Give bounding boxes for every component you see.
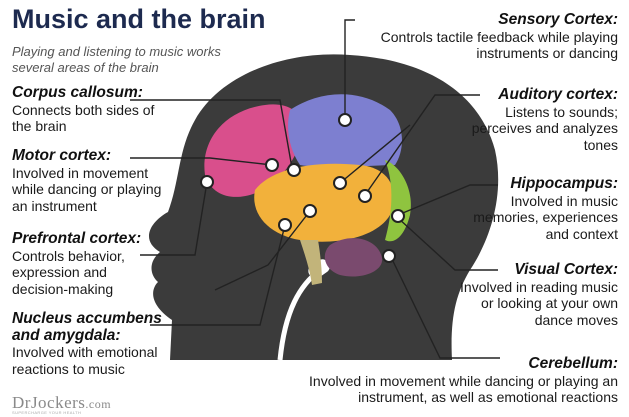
brain-stem: [300, 240, 322, 285]
label-desc: Involved in reading music or looking at …: [460, 278, 618, 328]
label-prefrontal-cortex: Prefrontal cortex: Controls behavior, ex…: [12, 230, 152, 297]
page-title: Music and the brain: [12, 4, 266, 34]
line-corpus-callosum: [130, 99, 293, 169]
temporal-lobe: [254, 163, 394, 242]
brand-logo: DrJockers.com SUPERCHARGE YOUR HEALTH: [12, 393, 111, 415]
page-subtitle: Playing and listening to music works sev…: [12, 44, 221, 75]
marker-nucleus: [278, 218, 292, 232]
line-nucleus: [150, 224, 286, 326]
label-auditory-cortex: Auditory cortex: Listens to sounds; perc…: [470, 86, 618, 153]
label-hippocampus: Hippocampus: Involved in music memories,…: [452, 175, 618, 242]
label-title: Prefrontal cortex:: [12, 230, 142, 247]
label-title: Motor cortex:: [12, 147, 112, 164]
marker-auditory-2: [333, 176, 347, 190]
label-desc: Involved in movement while dancing or pl…: [309, 372, 618, 406]
marker-motor-cortex: [265, 158, 279, 172]
line-motor-cortex: [130, 157, 273, 166]
label-desc: Controls tactile feedback while playing …: [380, 28, 618, 62]
line-cerebellum: [389, 254, 500, 359]
marker-prefrontal: [200, 175, 214, 189]
label-title: Corpus callosum:: [12, 84, 143, 101]
marker-corpus-callosum: [287, 163, 301, 177]
label-desc: Involved with emotional reactions to mus…: [12, 344, 158, 377]
parietal-lobe: [288, 94, 402, 168]
cerebellum-shape: [324, 238, 383, 277]
label-title: Auditory cortex:: [498, 86, 618, 103]
marker-amygdala: [303, 204, 317, 218]
line-sensory: [344, 19, 355, 118]
line-prefrontal: [140, 181, 208, 256]
label-desc: Connects both sides of the brain: [12, 101, 155, 135]
label-desc: Involved in movement while dancing or pl…: [12, 164, 162, 214]
label-motor-cortex: Motor cortex: Involved in movement while…: [12, 147, 172, 214]
label-title: Nucleus accumbens and amygdala:: [12, 310, 162, 344]
logo-suffix: .com: [85, 397, 112, 411]
logo-brand: DrJockers: [12, 393, 86, 412]
label-title: Sensory Cortex:: [498, 11, 618, 28]
line-auditory: [364, 94, 480, 196]
label-corpus-callosum: Corpus callosum: Connects both sides of …: [12, 84, 177, 135]
label-nucleus-amygdala: Nucleus accumbens and amygdala: Involved…: [12, 310, 187, 377]
occipital-lobe: [385, 160, 411, 242]
label-desc: Listens to sounds; perceives and analyze…: [471, 103, 618, 153]
label-cerebellum: Cerebellum: Involved in movement while d…: [240, 355, 618, 406]
logo-tagline: SUPERCHARGE YOUR HEALTH: [12, 410, 82, 415]
marker-hippocampus: [391, 209, 405, 223]
label-title: Hippocampus:: [510, 175, 618, 192]
line-auditory-2: [339, 124, 411, 184]
label-title: Cerebellum:: [528, 355, 618, 372]
marker-cerebellum: [382, 249, 396, 263]
marker-sensory: [338, 113, 352, 127]
label-sensory-cortex: Sensory Cortex: Controls tactile feedbac…: [380, 11, 618, 62]
line-amygdala: [214, 210, 311, 291]
line-hippocampus: [397, 184, 498, 216]
label-visual-cortex: Visual Cortex: Involved in reading music…: [445, 261, 618, 328]
label-desc: Involved in music memories, experiences …: [473, 192, 618, 242]
label-desc: Controls behavior, expression and decisi…: [12, 247, 125, 297]
marker-auditory: [358, 189, 372, 203]
label-title: Visual Cortex:: [514, 261, 618, 278]
line-visual: [397, 217, 498, 271]
